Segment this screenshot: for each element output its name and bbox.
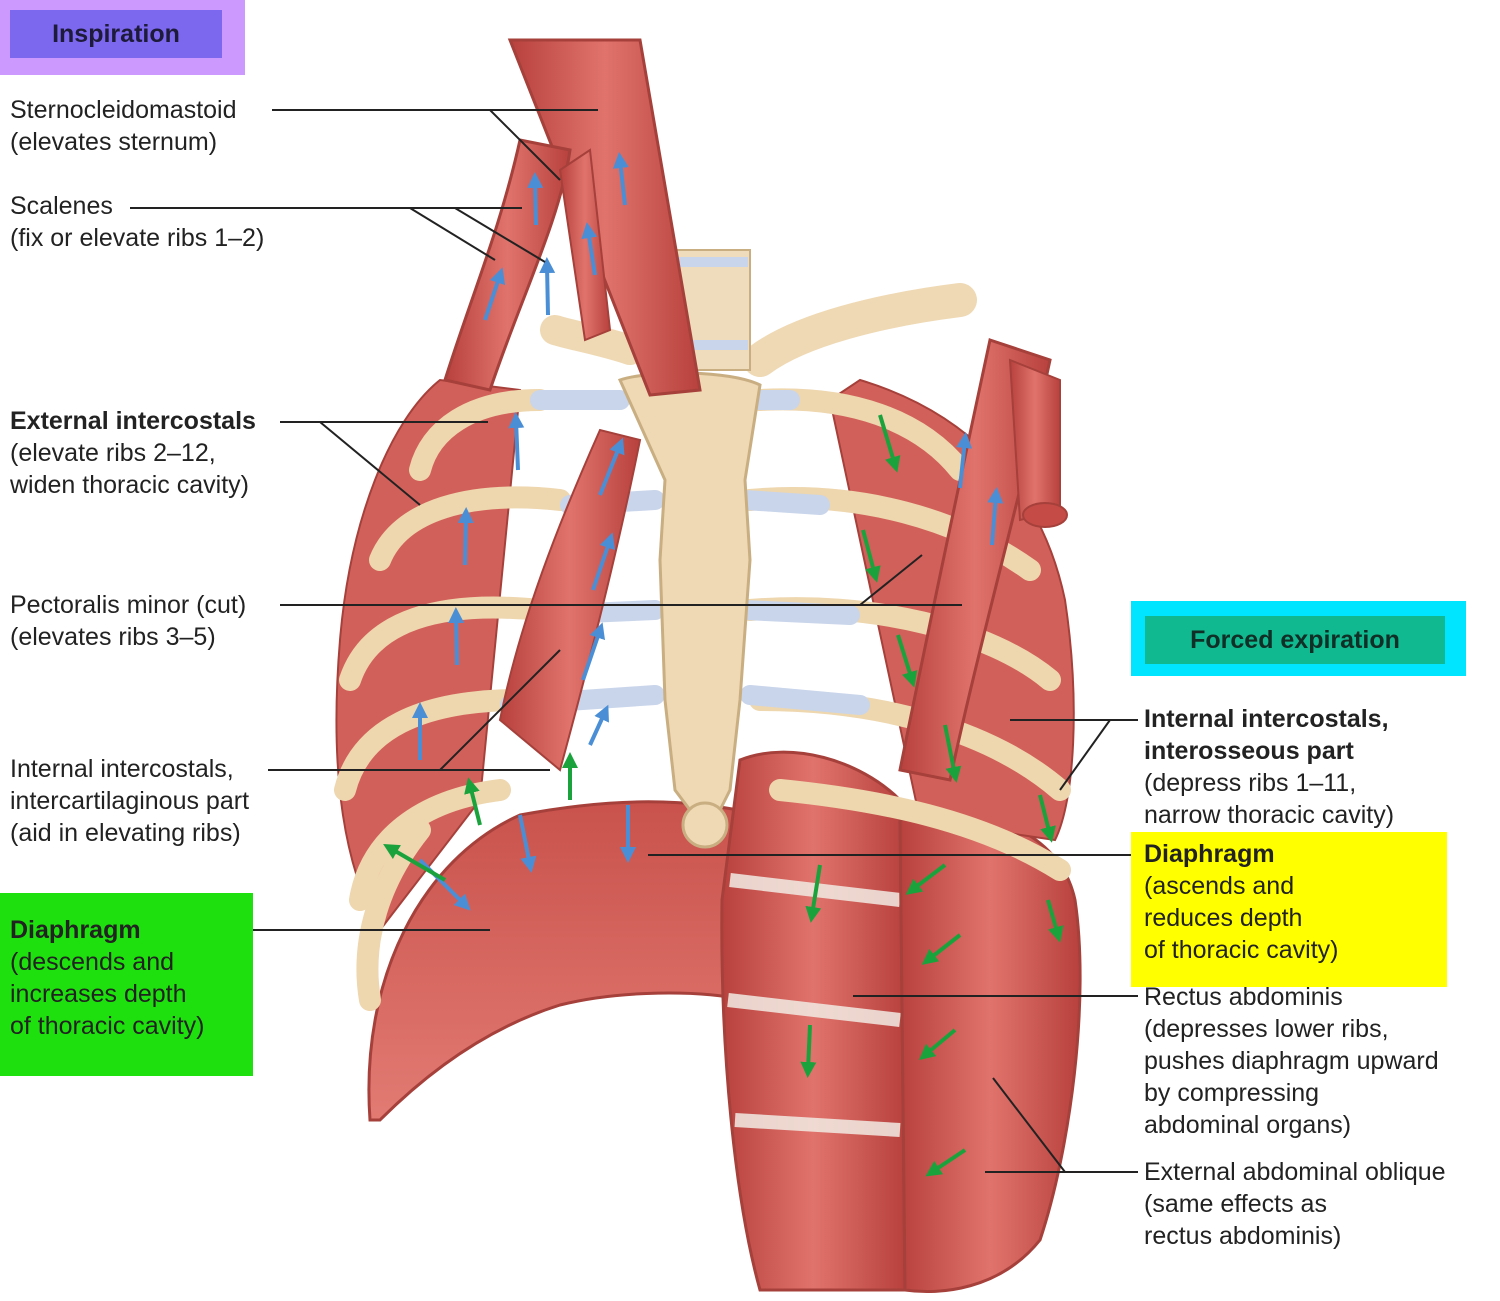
label-diaphragm-expiration: Diaphragm (ascends and reduces depth of … (1144, 838, 1339, 966)
diaphragm-expiration-action-2: reduces depth (1144, 904, 1303, 932)
external-abdominal-oblique-name: External abdominal oblique (1144, 1158, 1446, 1186)
external-abdominal-oblique-action-2: rectus abdominis) (1144, 1222, 1342, 1250)
rectus-abdominis-action-1: (depresses lower ribs, (1144, 1015, 1389, 1043)
label-internal-intercostals-interosseous: Internal intercostals, interosseous part… (1144, 703, 1394, 831)
internal-intercostals-intercartilaginous-name-2: intercartilaginous part (10, 787, 250, 815)
external-intercostals-action-1: (elevate ribs 2–12, (10, 439, 216, 467)
label-scalenes: Scalenes (fix or elevate ribs 1–2) (10, 190, 264, 254)
internal-intercostals-intercartilaginous-action: (aid in elevating ribs) (10, 819, 241, 847)
scalenes-action: (fix or elevate ribs 1–2) (10, 224, 265, 252)
label-diaphragm-inspiration: Diaphragm (descends and increases depth … (10, 914, 205, 1042)
pectoralis-minor-name: Pectoralis minor (cut) (10, 591, 247, 619)
diaphragm-inspiration-action-2: increases depth (10, 980, 187, 1008)
label-sternocleidomastoid: Sternocleidomastoid (elevates sternum) (10, 94, 237, 158)
rectus-abdominis-action-2: pushes diaphragm upward (1144, 1047, 1439, 1075)
label-rectus-abdominis: Rectus abdominis (depresses lower ribs, … (1144, 981, 1439, 1141)
diaphragm-expiration-highlight (1131, 832, 1447, 987)
diaphragm-expiration-action-1: (ascends and (1144, 872, 1295, 900)
label-external-intercostals: External intercostals (elevate ribs 2–12… (10, 405, 256, 501)
sternum-shape (617, 371, 762, 812)
scalenes-shape (443, 138, 572, 392)
diaphragm-inspiration-action-1: (descends and (10, 948, 175, 976)
xiphoid-shape (681, 801, 729, 849)
sternocleidomastoid-action: (elevates sternum) (10, 128, 218, 156)
diaphragm-inspiration-name: Diaphragm (10, 916, 141, 944)
pectoralis-minor-left-shape (498, 428, 642, 772)
label-external-abdominal-oblique: External abdominal oblique (same effects… (1144, 1156, 1446, 1252)
external-abdominal-oblique-action-1: (same effects as (1144, 1190, 1327, 1218)
label-internal-intercostals-intercartilaginous: Internal intercostals, intercartilaginou… (10, 753, 249, 849)
diaphragm-inspiration-action-3: of thoracic cavity) (10, 1012, 205, 1040)
right-clavicle-shape (743, 283, 977, 377)
rectus-abdominis-action-3: by compressing (1144, 1079, 1320, 1107)
sternocleidomastoid-name: Sternocleidomastoid (10, 96, 237, 124)
internal-intercostals-intercartilaginous-name-1: Internal intercostals, (10, 755, 234, 783)
rectus-abdominis-name: Rectus abdominis (1144, 983, 1343, 1011)
diaphragm-expiration-action-3: of thoracic cavity) (1144, 936, 1339, 964)
internal-intercostals-interosseous-action-1: (depress ribs 1–11, (1144, 769, 1357, 797)
internal-intercostals-interosseous-name-2: interosseous part (1144, 737, 1354, 765)
internal-intercostals-interosseous-name-1: Internal intercostals, (1144, 705, 1389, 733)
diaphragm-inspiration-highlight (0, 893, 253, 1076)
rectus-abdominis-action-4: abdominal organs) (1144, 1111, 1352, 1139)
pectoralis-minor-action: (elevates ribs 3–5) (10, 623, 216, 651)
inspiration-header: Inspiration (10, 10, 222, 58)
internal-intercostals-interosseous-action-2: narrow thoracic cavity) (1144, 801, 1395, 829)
external-intercostals-name: External intercostals (10, 407, 256, 435)
label-pectoralis-minor: Pectoralis minor (cut) (elevates ribs 3–… (10, 589, 246, 653)
diaphragm-expiration-name: Diaphragm (1144, 840, 1275, 868)
scalenes-name: Scalenes (10, 192, 113, 220)
external-intercostals-action-2: widen thoracic cavity) (10, 471, 249, 499)
forced-expiration-header: Forced expiration (1145, 616, 1445, 664)
